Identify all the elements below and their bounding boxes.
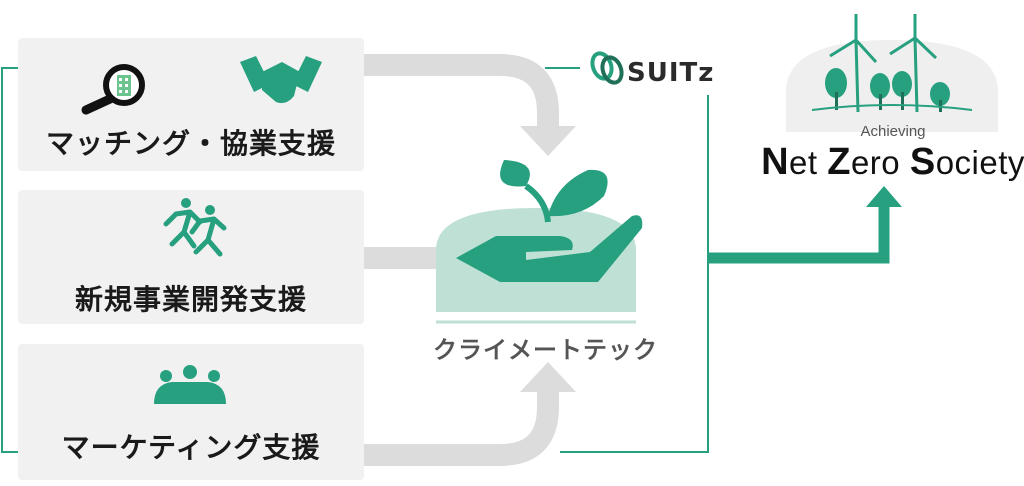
- word-rest: et: [789, 144, 818, 181]
- flow-arrow-bottom: [364, 362, 576, 466]
- box-label: マッチング・協業支援: [45, 127, 336, 160]
- net-zero-society-title: Net Zero Society: [748, 141, 1024, 184]
- search-building-icon: [81, 64, 145, 115]
- word-initial: Z: [827, 141, 851, 183]
- running-people-icon: [163, 198, 227, 257]
- flow-arrow-middle: [364, 247, 436, 269]
- box-label: 新規事業開発支援: [74, 283, 307, 316]
- flow-arrow-top: [364, 54, 576, 156]
- suitz-brand-name: SUITz: [627, 58, 715, 88]
- word-rest: ero: [850, 144, 901, 181]
- team-icon: [154, 365, 226, 404]
- box-label: マーケティング支援: [61, 431, 321, 464]
- plant-in-hand-icon: [436, 160, 643, 324]
- word-rest: ociety: [935, 144, 1024, 181]
- suitz-frame-line: [1, 67, 709, 453]
- climate-tech-label: クライメートテック: [433, 336, 658, 364]
- goal-arrow: [708, 186, 902, 264]
- word-initial: S: [909, 141, 936, 183]
- word-initial: N: [761, 141, 790, 183]
- handshake-icon: [240, 56, 322, 104]
- suitz-logo-icon: [590, 51, 624, 85]
- achieving-label: Achieving: [860, 123, 926, 140]
- wind-turbines-trees-icon: [786, 14, 998, 132]
- box-matching: マッチング・協業支援: [18, 38, 364, 171]
